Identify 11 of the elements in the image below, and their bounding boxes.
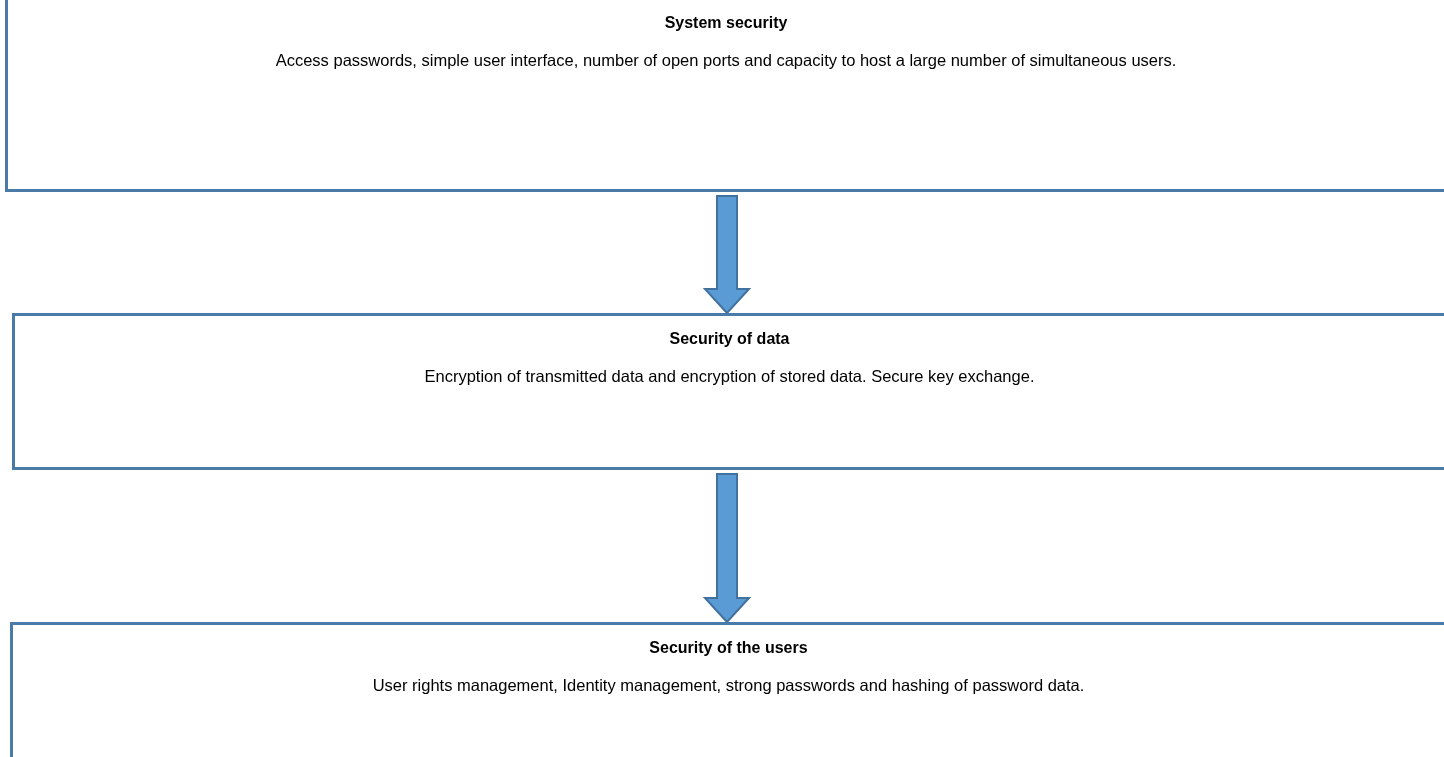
block-arrow <box>702 195 752 315</box>
section-heading: Security of data <box>668 330 791 348</box>
section-description: User rights management, Identity management, strong passwords and hashing of password data. <box>371 675 1086 696</box>
block-arrow <box>702 473 752 624</box>
section-description: Encryption of transmitted data and encryption of stored data. Secure key exchange. <box>423 366 1036 387</box>
section-description: Access passwords, simple user interface, number of open ports and capacity to host a large number of simultaneous users. <box>274 50 1178 71</box>
section-box <box>12 313 1444 470</box>
section-heading: System security <box>663 14 789 32</box>
section-heading: Security of the users <box>648 639 809 657</box>
section-box <box>10 622 1444 757</box>
section-box <box>5 0 1444 192</box>
